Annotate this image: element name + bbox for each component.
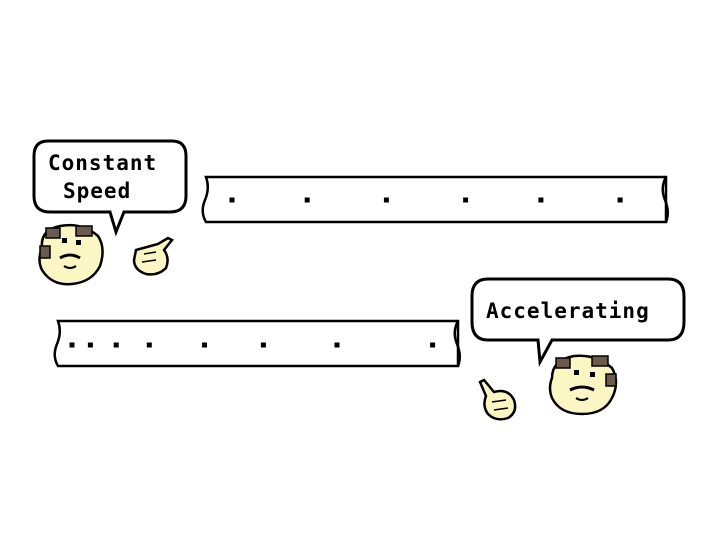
pointing-hand-icon [478, 378, 517, 421]
pointing-hand-icon [132, 236, 174, 276]
tape-dot [304, 197, 310, 203]
bubble-line-accelerating: Accelerating [486, 299, 650, 323]
accelerating-bubble: Accelerating [470, 277, 686, 368]
tape-dots-accelerating [69, 342, 436, 348]
tape-dot [146, 342, 152, 348]
constant-speed-tape [201, 175, 669, 224]
tape-dot [229, 197, 235, 203]
tape-dots-constant [229, 197, 623, 203]
tape-dot [87, 342, 93, 348]
face-icon [548, 354, 618, 416]
face-icon [38, 223, 104, 286]
tape-dot [383, 197, 389, 203]
tape-dot [260, 342, 266, 348]
tape-dot [538, 197, 544, 203]
tape-dot [617, 197, 623, 203]
accelerating-tape [53, 319, 461, 368]
bubble-line-speed: Speed [63, 179, 131, 203]
constant-speed-bubble: Constant Speed [32, 139, 188, 237]
tape-dot [113, 342, 119, 348]
bubble-line-constant: Constant [48, 151, 157, 175]
tape-dot [334, 342, 340, 348]
tape-dot [202, 342, 207, 348]
tape-dot [430, 342, 436, 348]
tape-dot [69, 342, 75, 348]
tape-dot [463, 197, 469, 203]
